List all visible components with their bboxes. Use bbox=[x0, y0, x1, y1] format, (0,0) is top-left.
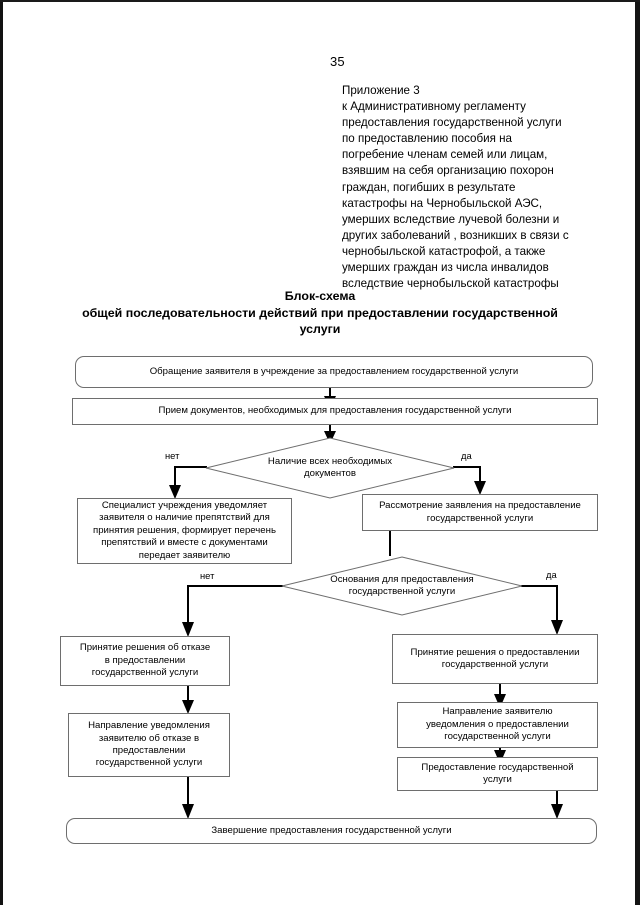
node-decision-grounds[interactable]: Основания для предоставления государстве… bbox=[281, 556, 523, 616]
node-send-grant-notice[interactable]: Направление заявителю уведомления о пред… bbox=[397, 702, 598, 748]
node-notify-obstacles[interactable]: Специалист учреждения уведомляет заявите… bbox=[77, 498, 292, 564]
decision-grounds-label: Основания для предоставления государстве… bbox=[330, 573, 474, 597]
page-number: 35 bbox=[330, 54, 345, 69]
branch-label-d1-yes: да bbox=[461, 450, 472, 461]
node-finish[interactable]: Завершение предоставления государственно… bbox=[66, 818, 597, 844]
scan-edge-left bbox=[0, 0, 3, 905]
branch-label-d2-no: нет bbox=[200, 570, 215, 581]
node-provide-service[interactable]: Предоставление государственной услуги bbox=[397, 757, 598, 791]
diamond-shape-1 bbox=[205, 437, 455, 499]
node-decision-refuse[interactable]: Принятие решения об отказе в предоставле… bbox=[60, 636, 230, 686]
node-review-application[interactable]: Рассмотрение заявления на предоставление… bbox=[362, 494, 598, 531]
chart-title-line-1: Блок-схема bbox=[284, 289, 356, 303]
node-send-refusal[interactable]: Направление уведомления заявителю об отк… bbox=[68, 713, 230, 777]
scan-edge-right bbox=[635, 0, 640, 905]
node-intake[interactable]: Прием документов, необходимых для предос… bbox=[72, 398, 598, 425]
node-decision-documents[interactable]: Наличие всех необходимых документов bbox=[205, 437, 455, 499]
branch-label-d2-yes: да bbox=[546, 569, 557, 580]
decision-documents-label: Наличие всех необходимых документов bbox=[267, 455, 393, 479]
node-start[interactable]: Обращение заявителя в учреждение за пред… bbox=[75, 356, 593, 388]
chart-title-line-2: общей последовательности действий при пр… bbox=[82, 305, 558, 337]
diamond-shape-2 bbox=[281, 556, 523, 616]
scan-edge-top bbox=[0, 0, 640, 2]
node-decision-grant[interactable]: Принятие решения о предоставлении госуда… bbox=[392, 634, 598, 684]
branch-label-d1-no: нет bbox=[165, 450, 180, 461]
chart-title: Блок-схема общей последовательности дейс… bbox=[60, 288, 580, 338]
document-header-text: Приложение 3 к Административному регламе… bbox=[342, 84, 569, 291]
